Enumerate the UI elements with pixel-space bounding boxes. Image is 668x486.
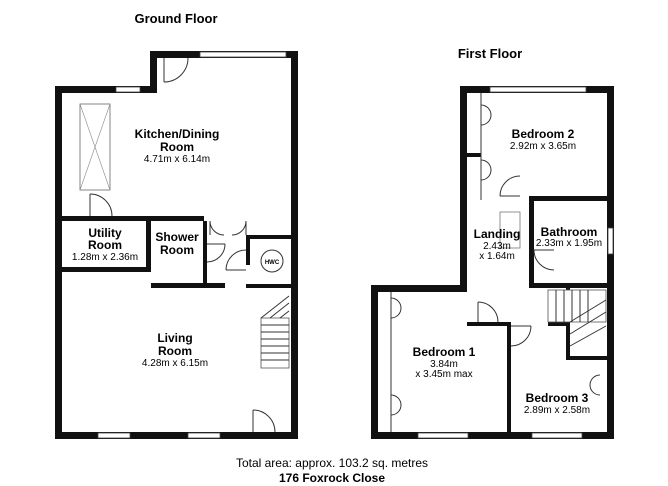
first-door-bed2 [499,175,521,197]
ground-door-utility [89,193,113,217]
landing-dims-line2: x 1.64m [479,251,515,262]
first-door-bathroom [533,249,555,271]
first-door-bed3 [510,325,532,347]
bedroom2-name: Bedroom 2 [512,127,575,141]
bed3-cupboard-door [589,374,601,396]
first-wall-left-lower [371,285,378,439]
first-stairs [547,289,607,347]
bathroom-dims: 2.33m x 1.95m [536,238,602,249]
ground-wall-shower-living [151,283,225,288]
bed2-wardrobe [480,93,492,200]
property-address: 176 Foxrock Close [279,471,385,485]
ground-wall-kitchen-hall [246,235,291,239]
ground-floor-title: Ground Floor [134,11,217,26]
first-wall-landing-bed1 [467,322,511,326]
utility-name-line2: Room [88,238,122,252]
first-wall-step [371,285,467,292]
first-wall-bottom [371,432,614,439]
ground-wall-kitchen-shower [146,216,204,221]
ground-window-kitchen-top [199,51,287,58]
kitchen-dims: 4.71m x 6.14m [144,154,210,165]
ground-wall-hwc-bottom [246,284,291,288]
first-window-bed2 [489,86,587,93]
kitchen-name-line1: Kitchen/Dining [135,127,220,141]
first-wall-right [607,86,614,439]
landing-dims-line1: 2.43m [483,241,511,252]
landing-loft-hatch [499,211,521,249]
shower-name-line1: Shower [155,230,199,244]
ground-door-kitchen-hall-double [209,220,247,236]
ground-wall-step [150,51,157,93]
first-wall-bed2-cupboard [467,153,481,157]
ground-stairs [260,295,290,369]
bedroom3-dims: 2.89m x 2.58m [524,405,590,416]
ground-door-kitchen-top [163,57,189,83]
ground-wall-utility-living [62,267,151,272]
ground-wall-top-left [55,86,155,93]
ground-wall-kitchen-utility [62,216,146,221]
bedroom1-name: Bedroom 1 [413,345,476,359]
first-door-bed1 [477,301,499,323]
ground-door-front [252,409,276,433]
ground-door-shower [206,243,226,263]
kitchen-name-line2: Room [160,140,194,154]
first-wall-bed3-top [548,322,570,326]
bedroom1-dims-line2: x 3.45m max [415,369,472,380]
first-wall-stair-side [566,288,570,360]
living-dims: 4.28m x 6.15m [142,358,208,369]
first-window-bathroom [607,227,614,255]
kitchen-skylight [79,103,111,191]
living-name-line2: Room [158,344,192,358]
shower-name-line2: Room [160,243,194,257]
first-wall-bathroom-left [529,196,534,286]
ground-wall-hwc-left [246,235,250,265]
ground-wall-bottom [55,432,298,439]
first-floor-plan [371,86,614,439]
hwc-label: HWC [265,260,280,266]
bedroom1-dims-line1: 3.84m [430,359,458,370]
ground-wall-shower-hall [203,221,207,288]
total-area: Total area: approx. 103.2 sq. metres [236,456,428,470]
bedroom3-name: Bedroom 3 [526,391,589,405]
utility-dims: 1.28m x 2.36m [72,252,138,263]
bedroom2-dims: 2.92m x 3.65m [510,141,576,152]
first-window-bed1 [417,432,469,439]
ground-wall-right [291,51,298,439]
first-wall-stair-bottom [566,356,607,360]
ground-window-kitchen-left [115,86,141,93]
first-window-bed3 [531,432,583,439]
landing-name: Landing [474,227,521,241]
ground-window-living-1 [97,432,131,439]
ground-wall-utility-shower [146,216,151,270]
first-wall-bed1-bed3 [507,322,511,432]
bed1-wardrobe [390,292,402,432]
first-wall-bed2-bathroom [529,196,607,201]
ground-floor-plan: HWC [55,51,298,439]
first-wall-left-upper [460,86,467,292]
hwc-circle [260,249,284,273]
first-wall-bathroom-bottom [529,283,607,288]
bathroom-name: Bathroom [541,225,598,239]
ground-door-hall [225,249,247,271]
utility-name-line1: Utility [88,226,122,240]
living-name-line1: Living [157,331,192,345]
ground-wall-left [55,86,62,439]
first-floor-title: First Floor [458,46,522,61]
ground-window-living-2 [187,432,221,439]
